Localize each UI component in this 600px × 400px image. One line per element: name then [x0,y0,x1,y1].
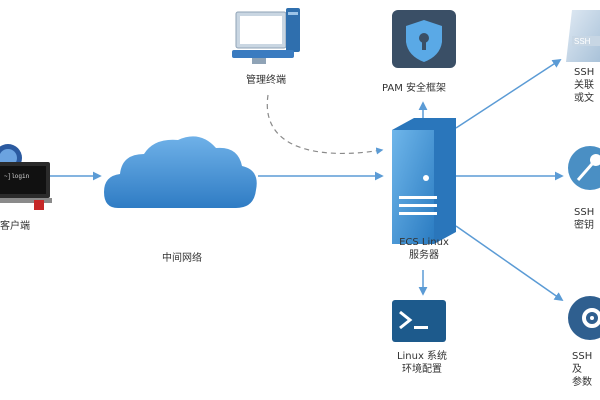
shield-keyhole-icon [392,10,456,68]
ssh-top-label: SSH 关联 或文 [574,66,594,105]
arrow-server-to-ssh-top [455,59,562,129]
cloud-icon [104,136,257,208]
computer-icon [232,8,300,64]
linux-config-label-line1: Linux 系统 [396,351,448,362]
ssh-bot-label-line3: 参数 [572,377,592,388]
ecs-server-label-line1: ECS Linux [399,237,449,248]
ssh-bot-label: SSH 及 参数 [572,350,592,389]
client-terminal-text: ~]login [4,173,30,180]
ssh-top-badge: SSH [574,37,591,46]
linux-config-label: Linux 系统 环境配置 [390,350,454,376]
linux-config-label-line2: 环境配置 [402,364,442,375]
ssh-mid-label-line2: 密钥 [574,220,594,231]
pam-label: PAM 安全框架 [382,83,447,94]
ssh-bot-label-line2: 及 [572,364,582,375]
ecs-server-label-line2: 服务器 [409,250,439,261]
arrow-admin-to-server [266,94,384,155]
ssh-top-label-line1: SSH [574,67,595,78]
laptop-icon: ~]login [0,144,52,210]
key-icon [568,146,600,190]
ssh-bot-label-line1: SSH [572,351,593,362]
ssh-top-label-line3: 或文 [574,93,594,104]
client-label: 客户端 [0,221,30,232]
arrow-server-to-ssh-bot [455,225,564,302]
middle-network-label: 中间网络 [162,253,202,264]
ssh-mid-label-line1: SSH [574,207,595,218]
document-icon: SSH [566,10,600,62]
admin-terminal-label: 管理终端 [246,75,286,86]
ecs-server-label: ECS Linux 服务器 [392,236,456,262]
ssh-mid-label: SSH 密钥 [574,206,594,232]
server-icon [392,118,456,244]
ssh-top-label-line2: 关联 [574,80,594,91]
gear-icon [568,296,600,340]
terminal-icon [392,300,446,342]
